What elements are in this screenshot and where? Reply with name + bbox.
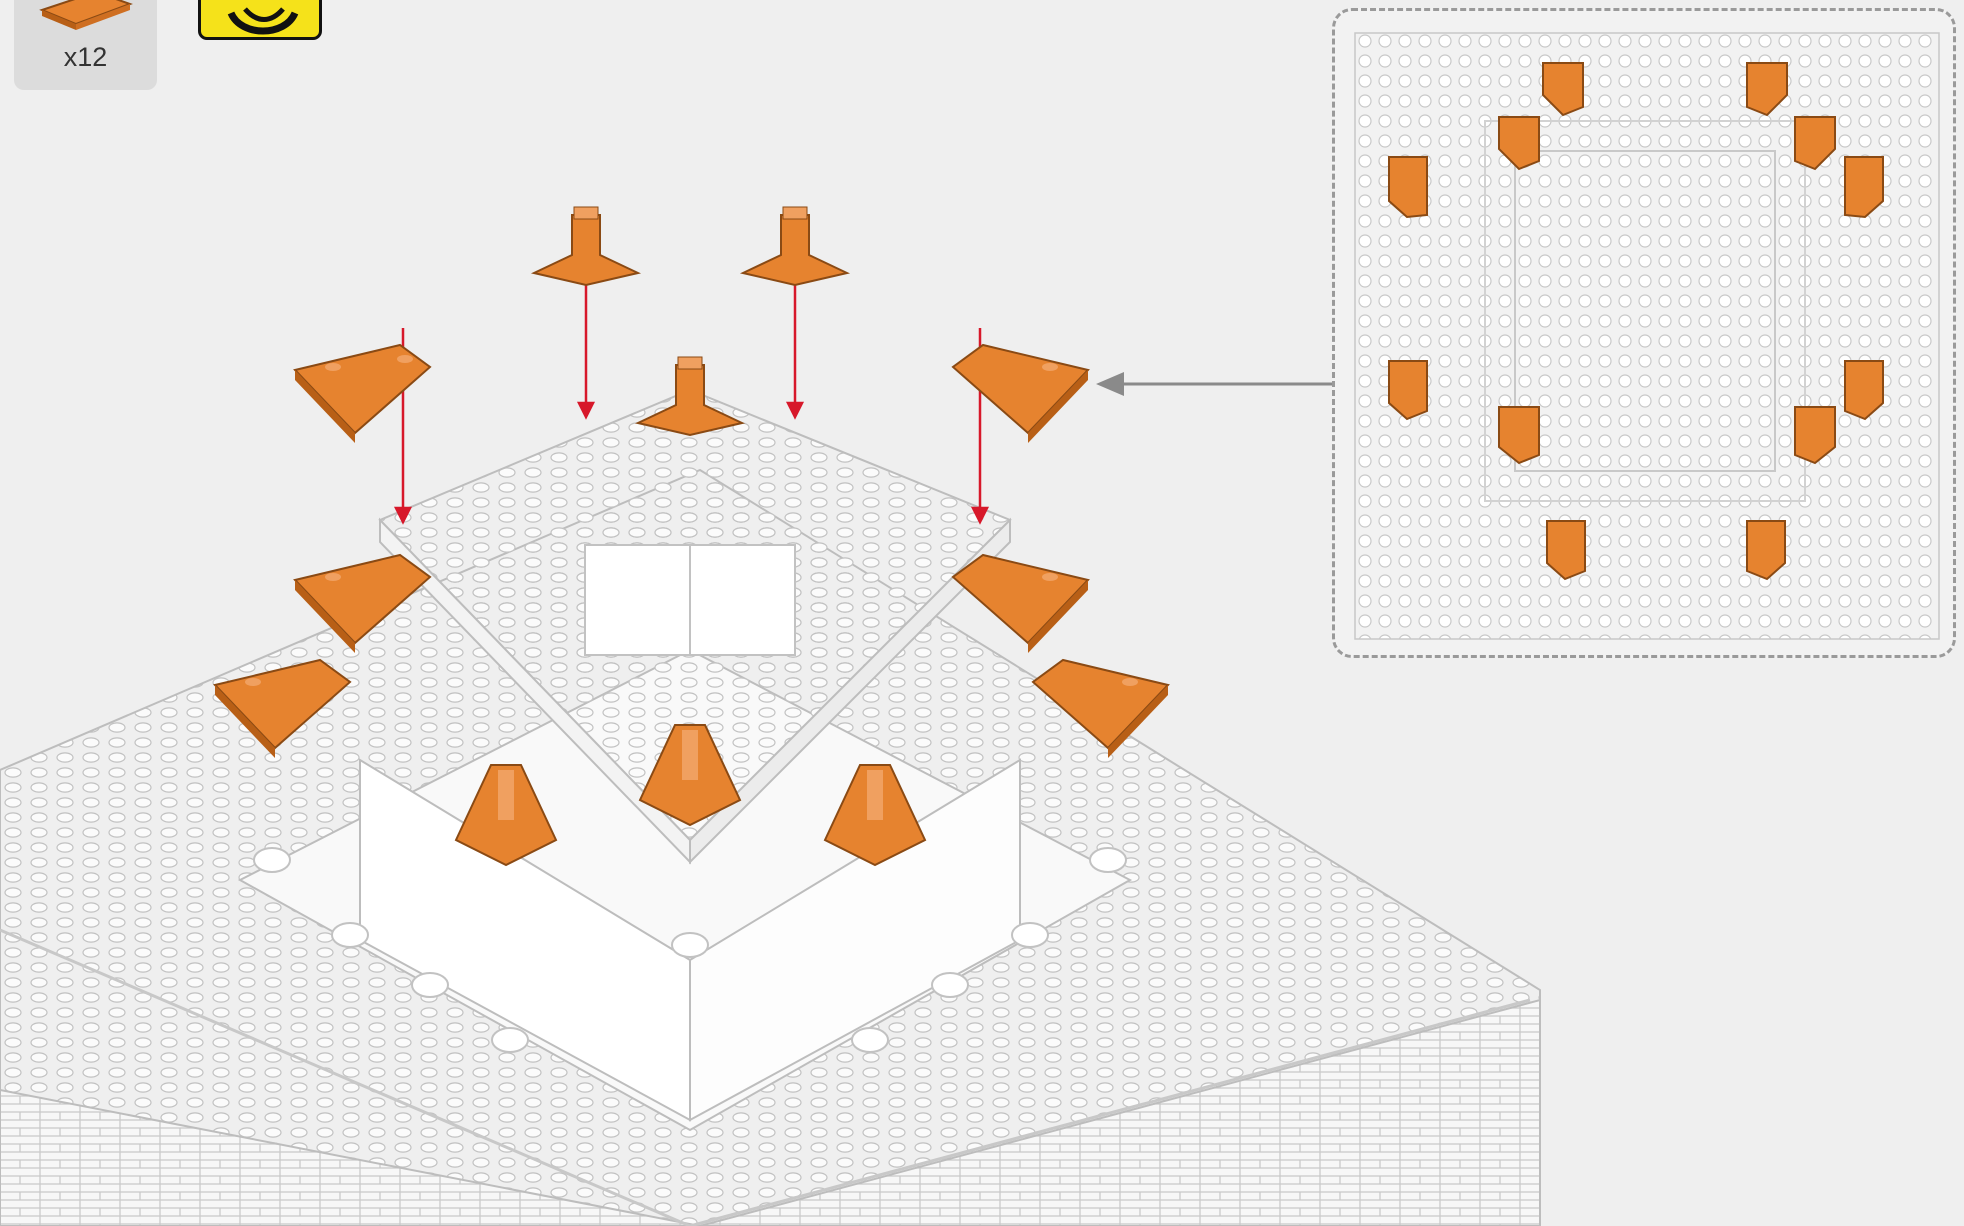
top-view-inset <box>1332 8 1956 658</box>
detail-pointer-arrow <box>1096 372 1332 396</box>
orange-corner-pieces <box>534 207 847 435</box>
top-view-detail-icon <box>1335 11 1959 661</box>
